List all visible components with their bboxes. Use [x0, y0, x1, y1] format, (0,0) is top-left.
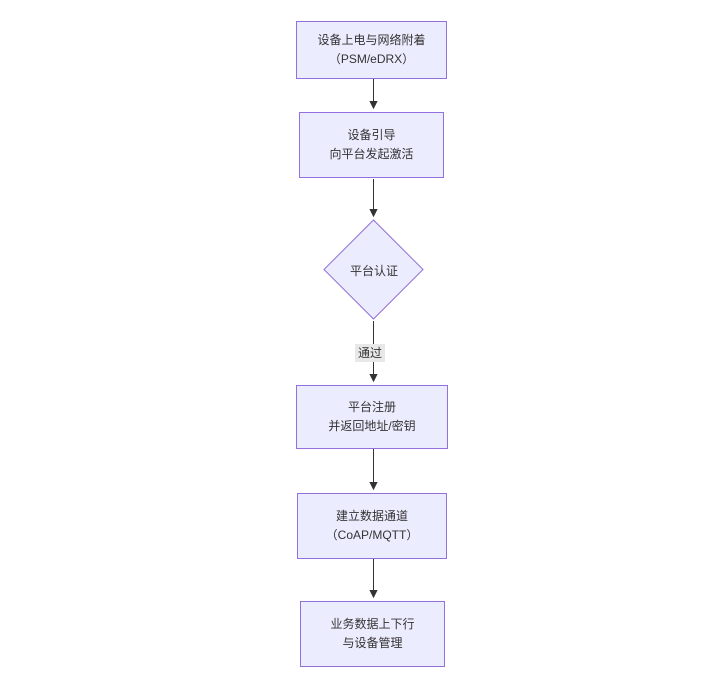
node-label-line: 与设备管理	[342, 636, 403, 650]
node-power-on: 设备上电与网络附着 （PSM/eDRX）	[296, 21, 447, 79]
node-auth-decision-label: 平台认证	[349, 263, 398, 278]
node-label-line: （CoAP/MQTT）	[325, 528, 419, 542]
node-register: 平台注册 并返回地址/密钥	[296, 385, 448, 449]
node-label-line: 并返回地址/密钥	[328, 419, 416, 433]
node-data-channel: 建立数据通道 （CoAP/MQTT）	[297, 493, 447, 559]
node-label-line: 平台注册	[347, 400, 396, 414]
edge-label-pass: 通过	[355, 344, 386, 362]
node-label-line: 建立数据通道	[335, 509, 408, 523]
node-label-line: 设备引导	[347, 128, 396, 142]
node-label-line: 设备上电与网络附着	[317, 33, 426, 47]
node-label-line: 业务数据上下行	[330, 617, 415, 631]
node-label-line: （PSM/eDRX）	[328, 52, 415, 66]
node-label-line: 向平台发起激活	[329, 147, 414, 161]
node-business-data: 业务数据上下行 与设备管理	[300, 601, 445, 667]
node-bootstrap: 设备引导 向平台发起激活	[299, 112, 444, 178]
